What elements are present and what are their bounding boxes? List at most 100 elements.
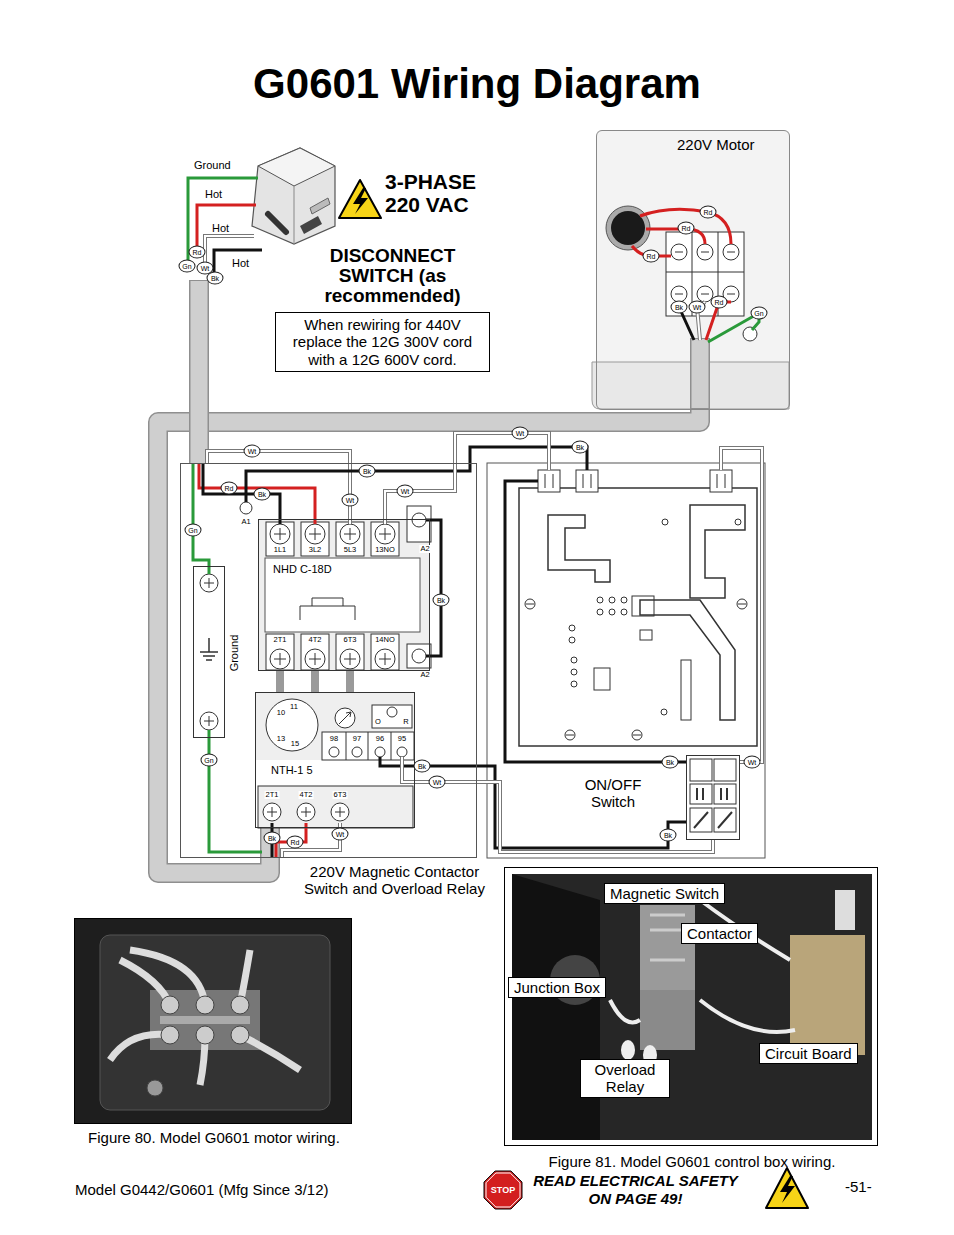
motor-photo	[161, 1026, 179, 1044]
circuit-board	[569, 625, 575, 631]
node-label: Figure 80. Model G0601 motor wiring.	[75, 1129, 353, 1146]
control-box-photo	[640, 990, 695, 1050]
node-label: Contactor	[687, 925, 752, 942]
circuit-board	[571, 669, 577, 675]
panel-wire	[380, 757, 686, 848]
circuit-board	[735, 519, 741, 525]
node-label: Circuit Board	[765, 1045, 852, 1062]
overload-relay-body	[372, 705, 412, 728]
overload-relay-body	[352, 747, 362, 757]
supply-cord	[189, 280, 209, 463]
motor-photo	[75, 919, 351, 1123]
panel-wire	[385, 433, 549, 524]
wire-color-tag: Wt	[397, 485, 414, 498]
overload-relay-body	[397, 747, 407, 757]
disconnect-switch	[268, 214, 286, 232]
disconnect-switch	[258, 148, 335, 186]
node-label: Junction Box	[514, 979, 600, 996]
callout-box: Contactor	[681, 923, 758, 944]
wire-color-tag: Rd	[678, 222, 695, 235]
terminal-label: A1	[240, 518, 251, 526]
wire-color-tag: Wt	[244, 445, 261, 458]
switch-body	[686, 755, 740, 840]
node-label: Figure 81. Model G0601 control box wirin…	[505, 1153, 879, 1170]
panel-wire	[402, 757, 713, 852]
wire-color-tag: Bk	[433, 594, 450, 607]
contactor-body	[240, 502, 252, 514]
terminal-label: 6T3	[343, 636, 358, 644]
wire-color-tag: Wt	[332, 828, 349, 841]
circuit-board	[662, 519, 668, 525]
control-box-panel	[487, 463, 765, 858]
wire-color-tag: Bk	[207, 272, 224, 285]
overload-relay-body	[329, 747, 339, 757]
circuit-board	[640, 600, 735, 720]
supply-cord	[199, 280, 200, 463]
motor	[606, 206, 650, 250]
contactor-body	[274, 653, 391, 665]
circuit-board	[571, 681, 577, 687]
switch-body	[714, 784, 736, 804]
control-box-photo	[512, 874, 872, 1140]
overload-relay-body	[258, 786, 413, 828]
circuit-board	[681, 660, 691, 720]
motor-photo	[160, 1016, 250, 1024]
wire-color-tag: Gn	[201, 754, 218, 767]
wire-color-tag: Wt	[744, 756, 761, 769]
node-label: Overload Relay	[586, 1061, 664, 1096]
terminal-label: 2T1	[265, 791, 280, 799]
panel-wire	[426, 520, 441, 656]
terminal-label: 4T2	[299, 791, 314, 799]
motor-photo	[161, 996, 179, 1014]
control-box-photo	[621, 1040, 635, 1060]
control-box-photo	[512, 874, 600, 1140]
control-box-photo	[640, 905, 695, 990]
text-label: -51-	[845, 1178, 872, 1195]
motor	[597, 131, 789, 363]
terminal-label: 4T2	[308, 636, 323, 644]
photo-frame: Figure 80. Model G0601 motor wiring.	[74, 918, 352, 1124]
node-label: ON/OFF Switch	[571, 776, 655, 811]
callout-box: Circuit Board	[759, 1043, 858, 1064]
supply-wire	[214, 250, 262, 272]
page-title: G0601 Wiring Diagram	[0, 60, 954, 108]
circuit-board	[609, 609, 615, 615]
wire-color-tag: Rd	[643, 250, 660, 263]
overload-relay-body	[322, 732, 414, 760]
motor	[743, 327, 757, 341]
circuit-board	[621, 597, 627, 603]
switch-body	[714, 759, 736, 781]
terminal-label: A2	[419, 671, 430, 679]
wire-color-tag: Bk	[414, 760, 431, 773]
note-box: When rewiring for 440V replace the 12G 3…	[275, 312, 490, 372]
terminal-label: O	[374, 718, 382, 726]
wire-color-tag: Bk	[264, 832, 281, 845]
terminal-label: 13	[276, 735, 286, 743]
node-label: 220V Motor	[677, 136, 755, 153]
circuit-board	[690, 505, 745, 598]
overload-relay-body	[339, 712, 351, 724]
ground-bar: Ground	[193, 566, 225, 738]
circuit-board	[710, 470, 732, 492]
text-label: READ ELECTRICAL SAFETY ON PAGE 49!	[528, 1172, 743, 1208]
text-label: Ground	[194, 159, 231, 172]
wire-color-tag: Bk	[572, 441, 589, 454]
node-label: 220V Magnetic Contactor Switch and Overl…	[287, 863, 502, 898]
node-label: NHD C-18D	[273, 563, 332, 576]
wire-color-tag: Wt	[512, 427, 529, 440]
overload-relay-body	[375, 747, 385, 757]
terminal-label: 3L2	[308, 546, 323, 554]
circuit-board	[576, 470, 598, 492]
motor	[640, 209, 731, 244]
motor-photo	[100, 935, 330, 1110]
wire-color-tag: Bk	[662, 756, 679, 769]
motor	[708, 313, 759, 342]
contactor-body	[412, 649, 426, 663]
wire-color-tag: Bk	[359, 465, 376, 478]
terminal-label: 5L3	[343, 546, 358, 554]
warning-symbol	[339, 180, 381, 218]
contactor-body	[407, 506, 431, 542]
terminal-label: 96	[375, 735, 385, 743]
control-box-photo	[512, 874, 872, 1140]
